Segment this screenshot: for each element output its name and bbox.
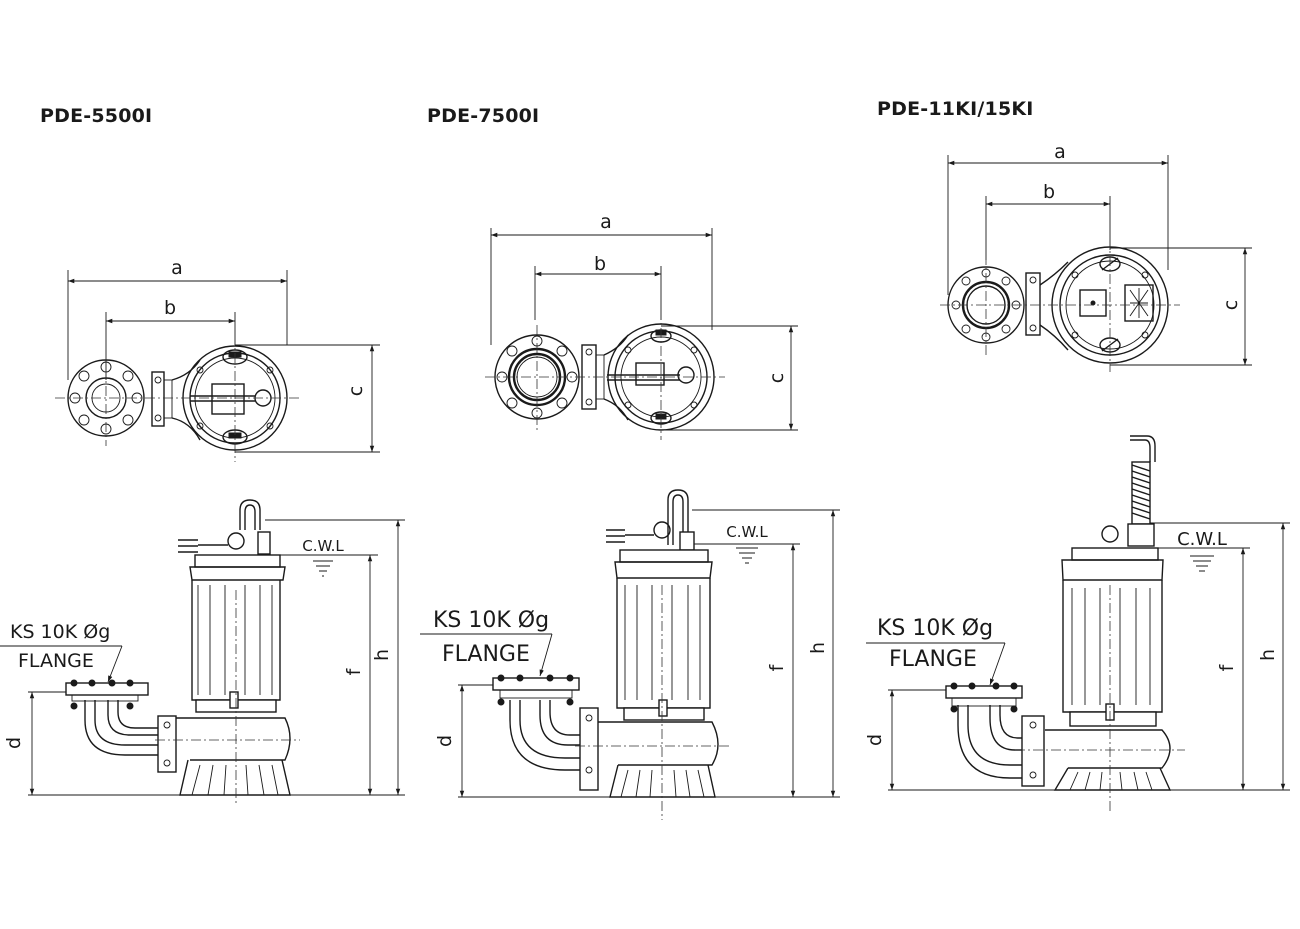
pde-7500-top-view: a b c (485, 211, 798, 440)
cwl-label: C.W.L (1177, 529, 1227, 550)
dim-a-label: a (1054, 141, 1066, 163)
flange-label: FLANGE (889, 647, 977, 672)
dim-h-label: h (1257, 649, 1279, 661)
dim-b-label: b (164, 297, 176, 319)
dim-d-label: d (864, 734, 886, 746)
dim-b-label: b (1043, 181, 1055, 203)
flange-spec-label: KS 10K Øg (433, 608, 549, 633)
pde-5500-top-view: a b c (55, 257, 380, 462)
cwl-label: C.W.L (726, 523, 768, 541)
cwl-label: C.W.L (302, 537, 344, 555)
dim-d-label: d (434, 735, 456, 747)
dim-h-label: h (807, 642, 829, 654)
dim-c-label: c (345, 386, 367, 396)
flange-spec-label: KS 10K Øg (10, 621, 110, 643)
model-title-pde-7500: PDE-7500I (427, 105, 540, 127)
dim-a-label: a (171, 257, 183, 279)
dim-c-label: c (766, 373, 788, 383)
flange-label: FLANGE (442, 642, 530, 667)
flange-label: FLANGE (18, 650, 94, 672)
dim-f-label: f (766, 663, 788, 671)
pde-11k-top-view: a b c (940, 141, 1252, 372)
pde-7500-side-view: h f d C.W.L KS 10K Øg FLANGE (420, 489, 840, 820)
model-title-pde-11k-15k: PDE-11KI/15KI (877, 98, 1034, 120)
dim-h-label: h (371, 649, 393, 661)
dim-a-label: a (600, 211, 612, 233)
flange-spec-label: KS 10K Øg (877, 616, 993, 641)
dim-f-label: f (1216, 663, 1238, 671)
dim-d-label: d (3, 737, 25, 749)
model-title-pde-5500: PDE-5500I (40, 105, 153, 127)
dim-f-label: f (343, 667, 365, 675)
dim-c-label: c (1220, 300, 1242, 310)
dim-b-label: b (594, 253, 606, 275)
pde-11k-side-view: h f d C.W.L KS 10K Øg FLANGE (864, 435, 1290, 812)
pde-5500-side-view: h f d C.W.L KS 10K Øg FLANGE (0, 499, 405, 805)
